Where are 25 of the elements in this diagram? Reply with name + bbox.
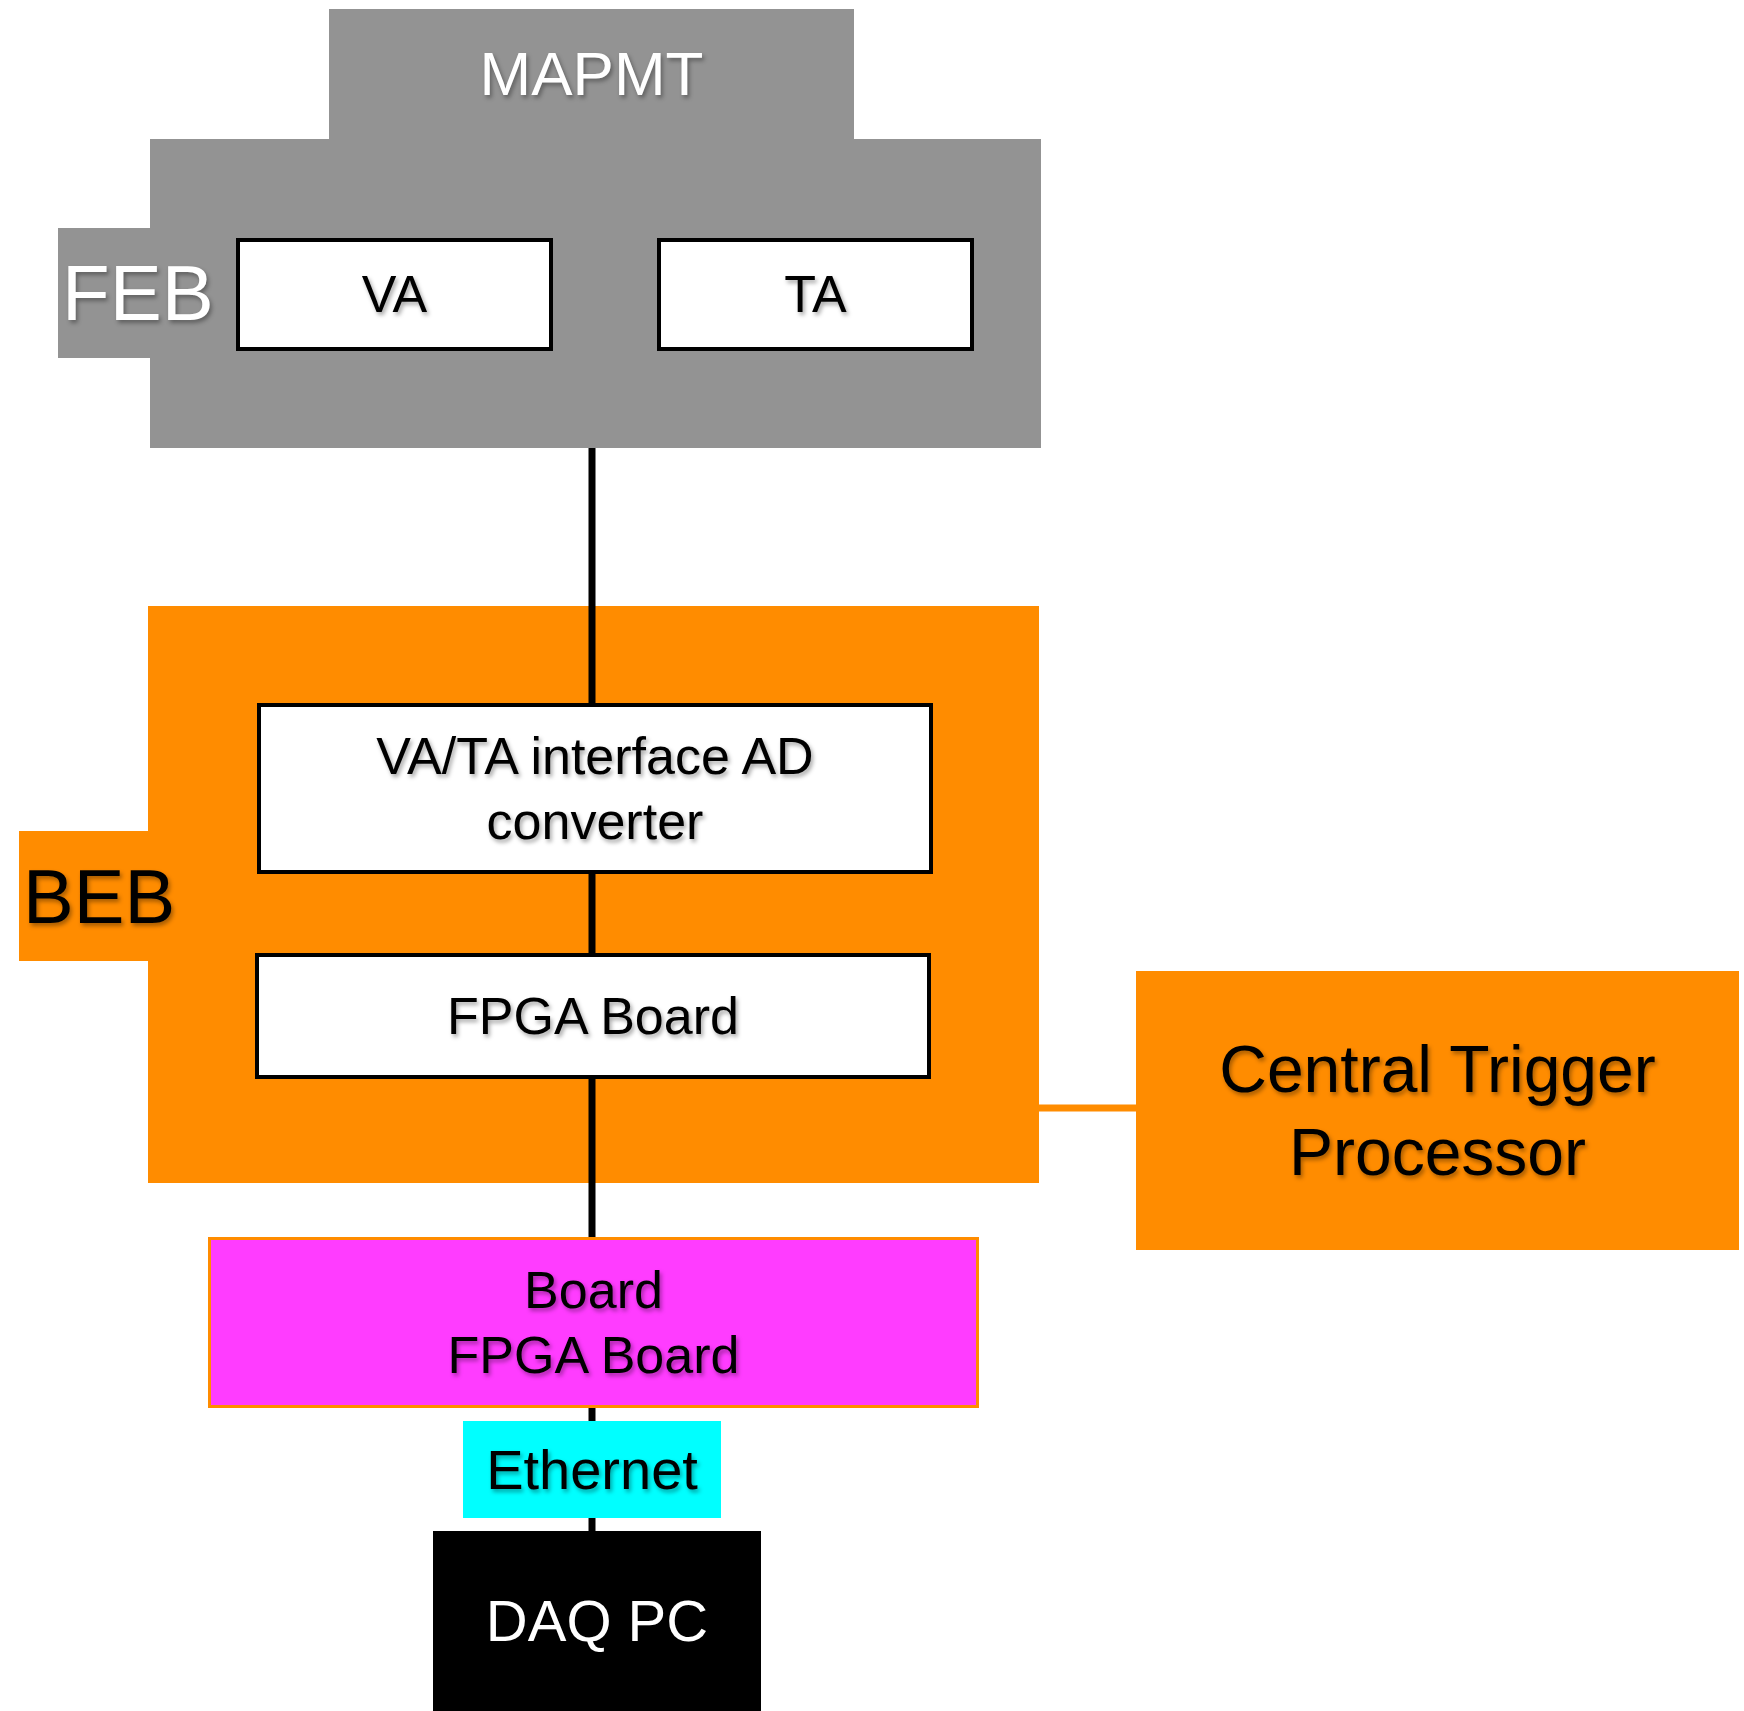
box-label: FPGA Board: [447, 985, 739, 1047]
processor-box: [1136, 971, 1739, 1250]
board-panel: [58, 139, 1041, 448]
component-box: [257, 703, 933, 874]
box-label: Central Trigger Processor: [1218, 1031, 1657, 1191]
computer-box: [433, 1531, 761, 1711]
box-label: DAQ PC: [485, 1586, 709, 1655]
box-label: TA: [784, 264, 847, 325]
component-box: [255, 953, 931, 1079]
board-label: BEB: [23, 852, 176, 941]
sensor-box: [329, 9, 854, 139]
connector-line: [588, 874, 596, 953]
board-panel: [19, 606, 1039, 1183]
component-box: [657, 238, 974, 351]
box-label: VA/TA interface AD converter: [375, 725, 815, 852]
box-label: MAPMT: [479, 38, 704, 111]
box-label: VA: [361, 264, 428, 325]
component-box: [236, 238, 553, 351]
box-label: FPGA Board: [447, 1324, 740, 1386]
connector-line: [588, 1079, 596, 1237]
box-label: Board: [524, 1259, 663, 1321]
connector-line: [588, 448, 596, 703]
connector-line: [1039, 1104, 1136, 1112]
board-box: [208, 1237, 979, 1408]
board-label: FEB: [62, 247, 214, 339]
